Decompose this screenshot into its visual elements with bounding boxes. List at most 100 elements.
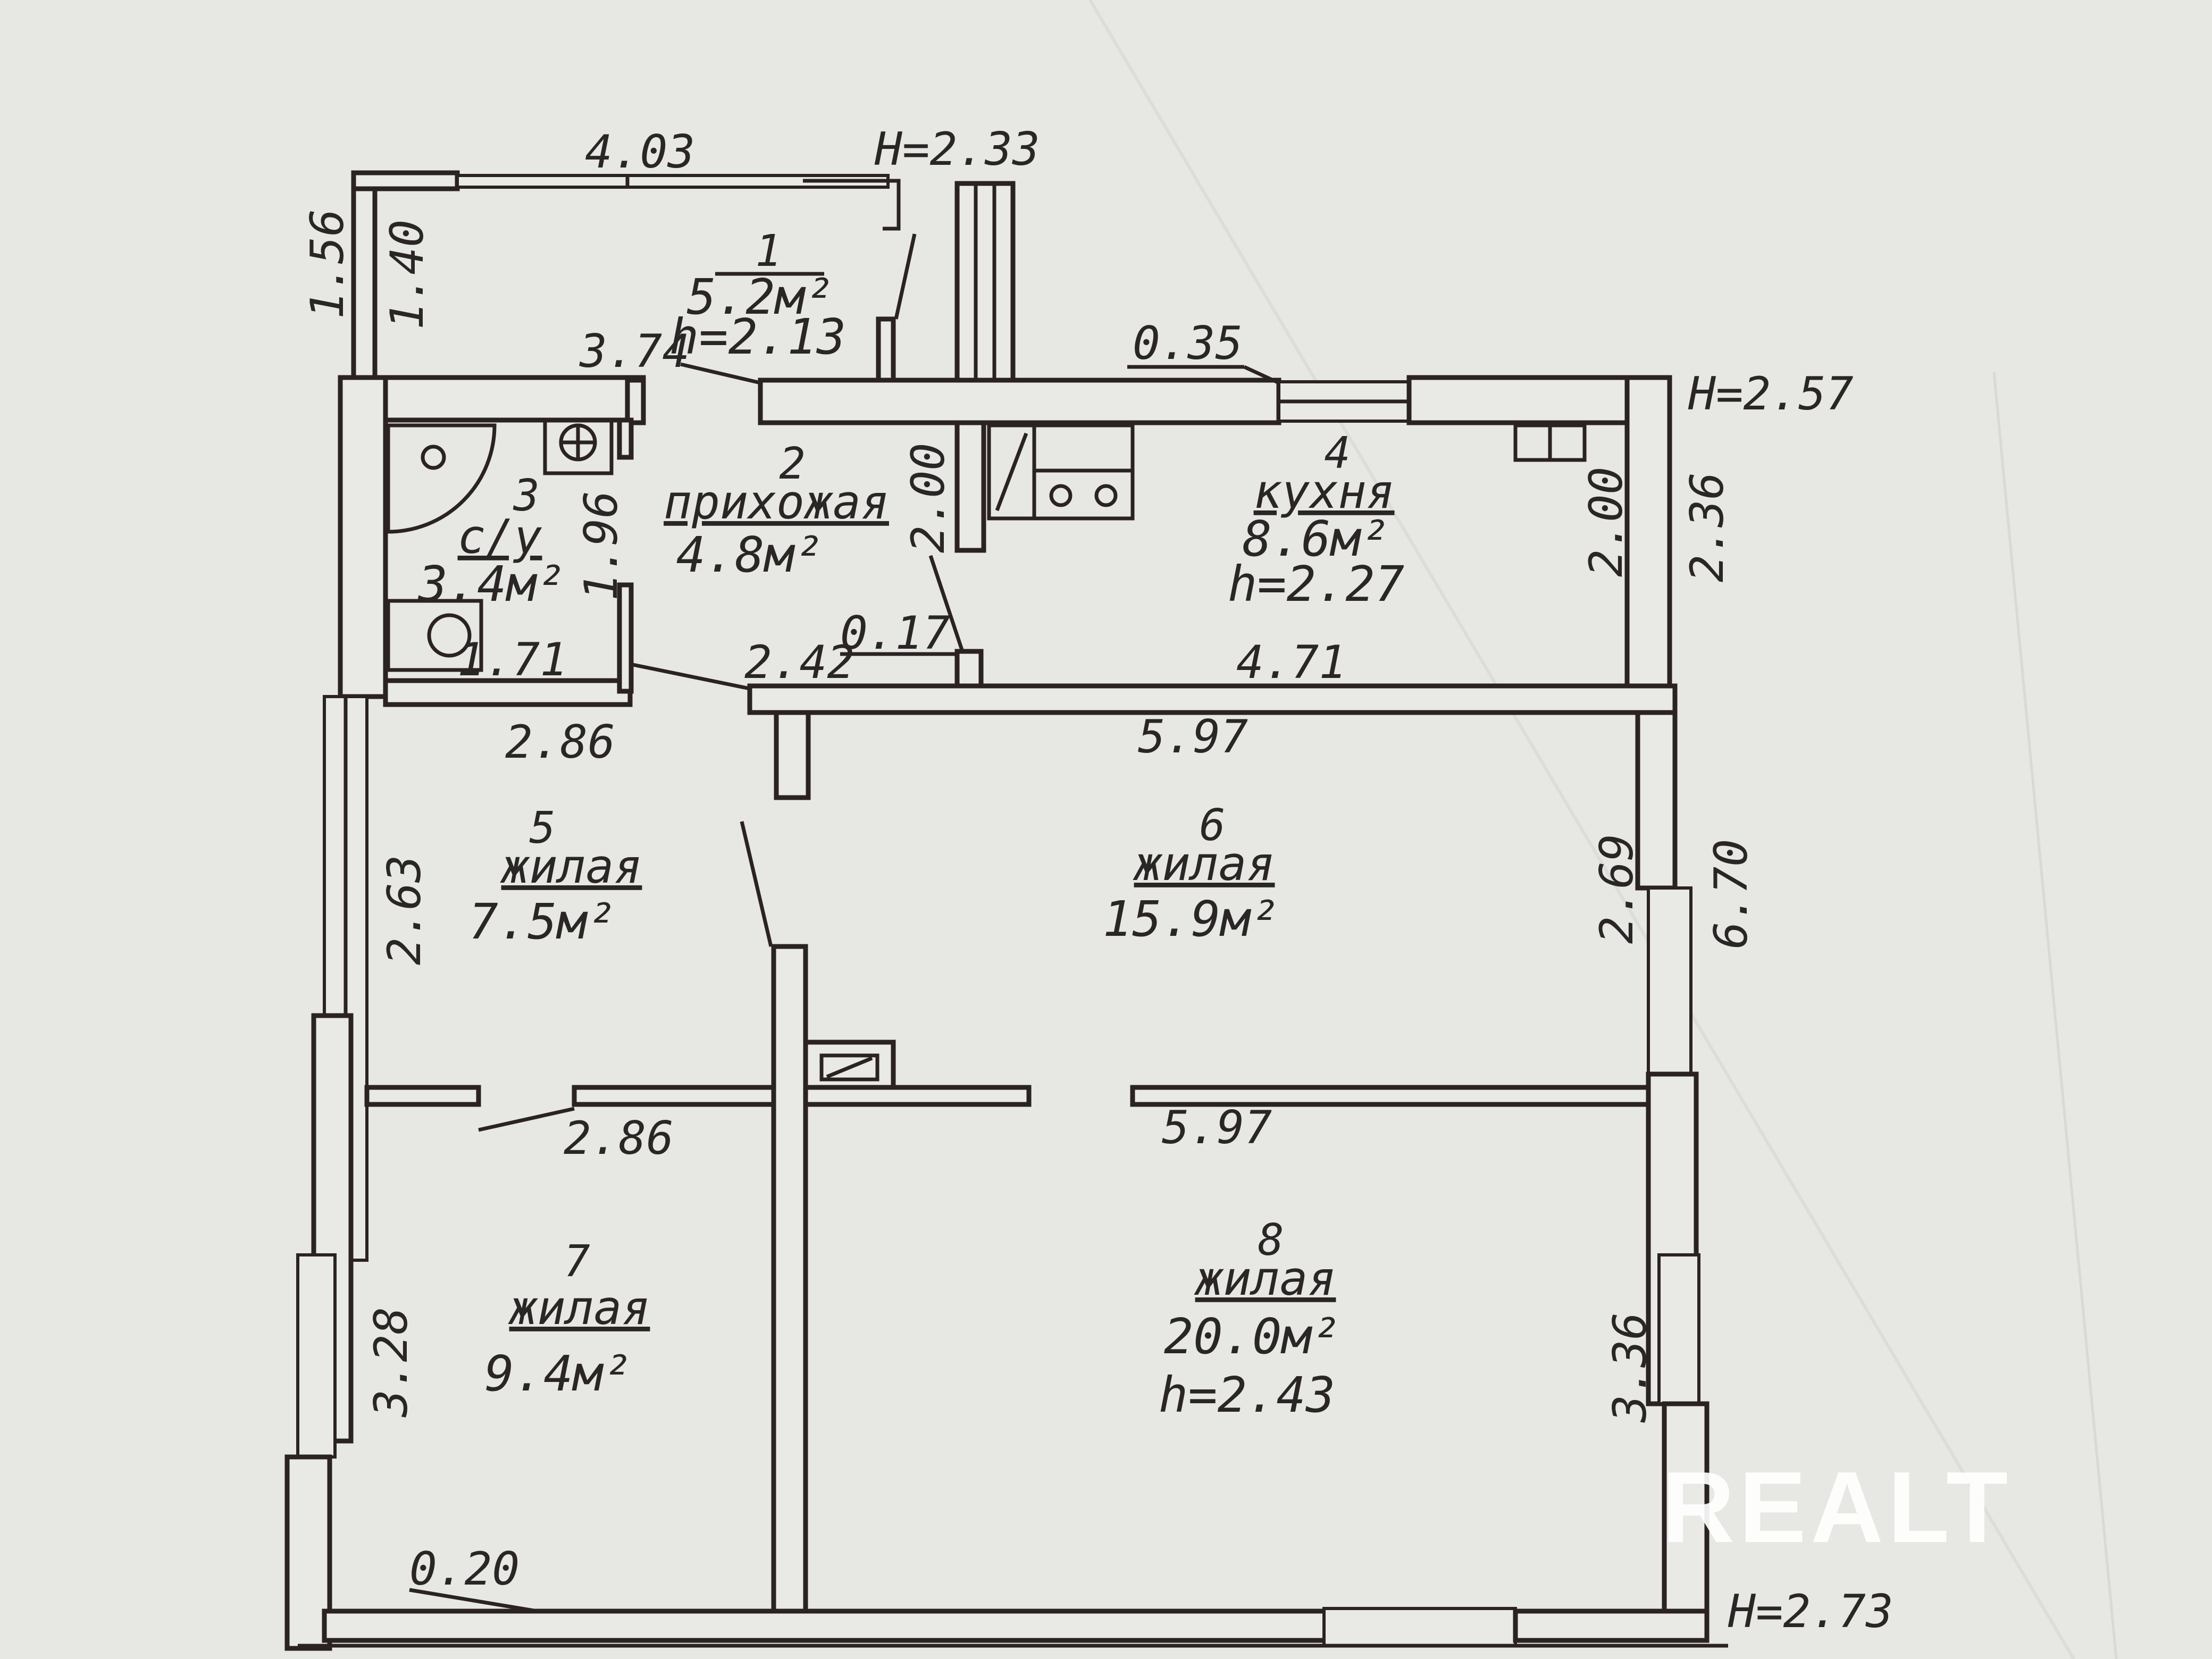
- wall-chimney-top: [954, 181, 1016, 383]
- toilet: [386, 599, 483, 672]
- dim-2-00-kitchen: 2.00: [1580, 467, 1633, 577]
- wall-top-mid: [758, 378, 1281, 425]
- door-swing-room7: [478, 1107, 575, 1132]
- room-6-name: жилая: [1133, 836, 1275, 891]
- room-1-height: h=2.13: [669, 308, 846, 365]
- wall-room5-stub: [774, 710, 811, 800]
- room-8-area: 20.0м²: [1164, 1308, 1340, 1365]
- room-1-label: 1 5.2м² h=2.13: [669, 226, 846, 365]
- svg-text:REALT: REALT: [1662, 1451, 2012, 1564]
- dim-5-97-top: 5.97: [1138, 710, 1248, 764]
- room-8-height: h=2.43: [1159, 1367, 1335, 1423]
- wall-partition-left-b: [572, 1085, 776, 1107]
- dim-3-36: 3.36: [1604, 1312, 1657, 1423]
- leader-lines: [409, 362, 1280, 1613]
- room-8-label: 8 жилая 20.0м² h=2.43: [1159, 1215, 1340, 1423]
- paper-creases: [1088, 0, 2118, 1659]
- wall-partition-right: [1130, 1085, 1651, 1107]
- wall-kitchen-bottom: [747, 683, 1678, 715]
- wall-chimney-mid: [954, 420, 986, 553]
- room-5-number: 5: [529, 803, 555, 853]
- room-7-number: 7: [564, 1236, 590, 1287]
- wall-bottom-left: [322, 1608, 1337, 1643]
- fixtures: [386, 418, 1587, 672]
- room-4-area: 8.6м²: [1243, 510, 1390, 567]
- dim-0-20: 0.20: [409, 1543, 520, 1596]
- wall-vestibule-corner: [803, 179, 901, 231]
- window-right-mid: [1647, 886, 1692, 1076]
- room-4-height: h=2.27: [1228, 556, 1404, 613]
- door-swing-room5: [740, 821, 773, 947]
- wall-right-kitchen: [1624, 375, 1672, 689]
- walls: [284, 170, 1728, 1651]
- room-5-name: жилая: [500, 839, 642, 894]
- shower-cabin: [386, 423, 497, 534]
- dim-2-00-hall: 2.00: [902, 443, 955, 553]
- room-4-name: кухня: [1254, 464, 1395, 519]
- dim-6-70: 6.70: [1705, 839, 1758, 949]
- room-5-label: 5 жилая 7.5м²: [469, 803, 642, 950]
- room-1-number: 1: [755, 226, 781, 276]
- room-2-area: 4.8м²: [676, 526, 824, 583]
- wall-left-bottom: [284, 1454, 332, 1651]
- room-2-number: 2: [779, 439, 805, 489]
- room-3-number: 3: [513, 471, 539, 521]
- dim-1-56: 1.56: [301, 209, 354, 319]
- dim-4-03: 4.03: [585, 125, 695, 179]
- room-3-area: 3.4м²: [418, 556, 566, 613]
- dim-2-86-bottom: 2.86: [564, 1112, 674, 1165]
- room-7-label: 7 жилая 9.4м²: [485, 1236, 650, 1402]
- wall-left-wc: [338, 375, 388, 699]
- room-2-label: 2 прихожая 4.8м²: [664, 439, 889, 583]
- wall-partition-left-a: [364, 1085, 481, 1107]
- wall-kitchen-stub: [954, 649, 984, 691]
- wall-right-bottom: [1662, 1401, 1710, 1630]
- window-right-lower: [1657, 1253, 1700, 1405]
- dim-2-86-top: 2.86: [505, 716, 615, 769]
- dim-1-71: 1.71: [457, 633, 567, 686]
- dim-1-40: 1.40: [381, 220, 434, 330]
- room-6-area: 15.9м²: [1103, 891, 1279, 948]
- wall-wc-right-top: [617, 417, 634, 460]
- dim-2-42: 2.42: [744, 636, 854, 689]
- ceiling-height-kitchen: H=2.57: [1688, 367, 1854, 421]
- dim-0-17: 0.17: [840, 607, 950, 660]
- room-5-area: 7.5м²: [469, 893, 616, 950]
- wall-right-mid: [1635, 683, 1678, 891]
- wall-wc-top-stub: [625, 378, 646, 425]
- room-7-name: жилая: [508, 1280, 650, 1335]
- room-8-number: 8: [1258, 1215, 1284, 1266]
- room-2-name: прихожая: [664, 475, 889, 530]
- dim-0-35: 0.35: [1133, 317, 1243, 370]
- dim-3-74: 3.74: [579, 325, 690, 378]
- room-8-name: жилая: [1194, 1251, 1336, 1306]
- room-6-label: 6 жилая 15.9м²: [1103, 800, 1279, 948]
- room-4-number: 4: [1324, 428, 1350, 479]
- room-4-label: 4 кухня 8.6м² h=2.27: [1228, 428, 1404, 613]
- room-3-label: 3 с/у 3.4м²: [418, 471, 566, 613]
- wall-vestibule-left: [351, 170, 378, 383]
- wall-bottom-right: [1513, 1608, 1710, 1643]
- room-7-area: 9.4м²: [485, 1345, 632, 1402]
- dim-1-96: 1.96: [575, 491, 628, 601]
- wall-vestibule-top-left: [351, 170, 460, 191]
- wall-wc-right-bottom: [617, 582, 634, 694]
- wall-top-right: [1406, 375, 1664, 425]
- realt-watermark-logo: REALT: [1662, 1451, 2012, 1564]
- dim-3-28: 3.28: [365, 1307, 418, 1418]
- dim-5-97-bottom: 5.97: [1162, 1101, 1272, 1154]
- ceiling-height-vestibule: H=2.33: [874, 123, 1040, 176]
- wall-vestibule-door-jamb: [876, 316, 896, 383]
- room-3-name: с/у: [458, 509, 542, 564]
- door-swing-vestibule: [894, 233, 917, 320]
- washbasin: [543, 418, 614, 475]
- room-1-area: 5.2м²: [687, 269, 834, 325]
- room-6-number: 6: [1199, 800, 1225, 851]
- wall-partition-center: [803, 1085, 1032, 1107]
- window-left-lower: [296, 1253, 337, 1459]
- wall-center-vertical: [771, 944, 808, 1614]
- window-bottom: [1322, 1607, 1517, 1647]
- ceiling-height-living: H=2.73: [1728, 1585, 1893, 1638]
- dim-2-36: 2.36: [1681, 472, 1734, 582]
